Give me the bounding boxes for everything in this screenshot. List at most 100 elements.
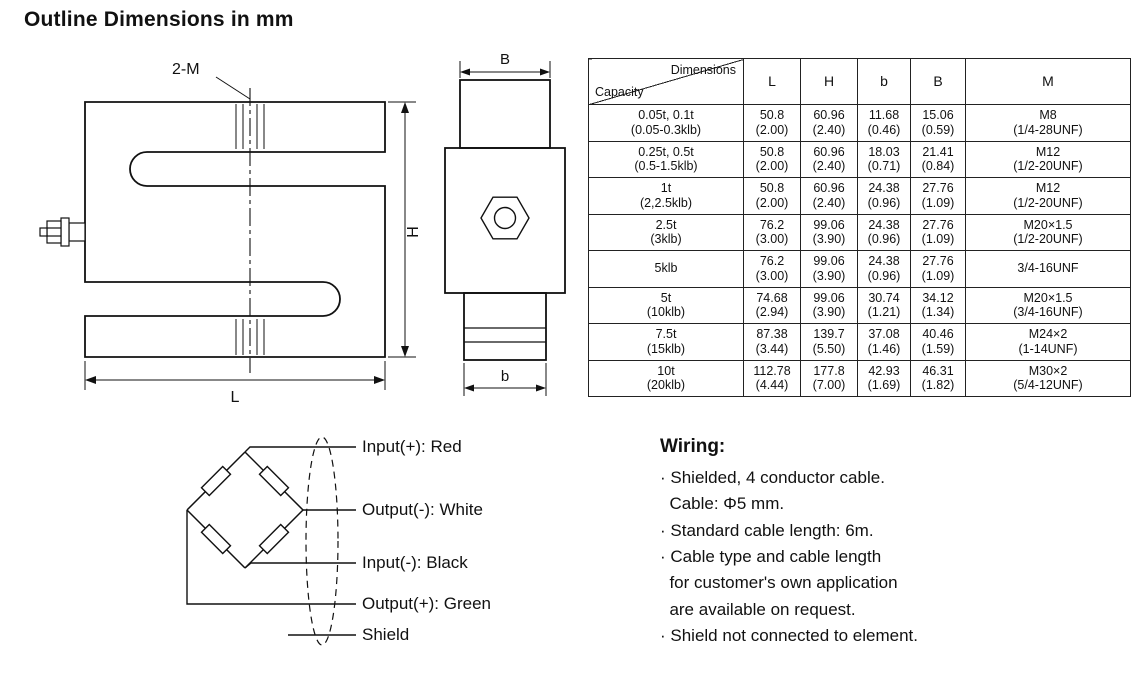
column-header-b-upper: B [910, 58, 966, 105]
column-header-l: L [743, 58, 801, 105]
side-cable-fitting [39, 217, 86, 247]
side-view-drawing: B b [444, 51, 566, 396]
cable-boundary-ellipse [305, 436, 339, 646]
dimension-cell: 46.31(1.82) [910, 359, 966, 397]
page-title: Outline Dimensions in mm [24, 8, 294, 31]
top-width-dimension [459, 61, 551, 78]
hex-nut [480, 196, 530, 240]
note-line: · Cable type and cable length [660, 547, 882, 567]
note-line: · Shielded, 4 conductor cable. [660, 468, 885, 487]
capacity-cell: 1t(2,2.5klb) [588, 177, 744, 215]
corner-label-capacity: Capacity [595, 85, 644, 100]
wire-label-input-positive: Input(+): Red [362, 437, 462, 456]
dimension-cell: M30×2(5/4-12UNF) [965, 359, 1131, 397]
capacity-cell: 0.25t, 0.5t(0.5-1.5klb) [588, 140, 744, 178]
capacity-cell: 5t(10klb) [588, 286, 744, 324]
table-row: 0.25t, 0.5t(0.5-1.5klb)50.8(2.00)60.96(2… [588, 140, 1131, 178]
dimension-cell: 24.38(0.96) [857, 213, 911, 251]
table-row: 1t(2,2.5klb)50.8(2.00)60.96(2.40)24.38(0… [588, 177, 1131, 215]
dimension-cell: 74.68(2.94) [743, 286, 801, 324]
bridge-wires [186, 446, 356, 636]
dimension-cell: 139.7(5.50) [800, 323, 858, 361]
dimension-cell: 30.74(1.21) [857, 286, 911, 324]
wire-label-output-positive: Output(+): Green [362, 594, 491, 613]
table-row: 5t(10klb)74.68(2.94)99.06(3.90)30.74(1.2… [588, 286, 1131, 324]
dimension-cell: M24×2(1-14UNF) [965, 323, 1131, 361]
wire-input-negative [244, 562, 356, 569]
dimension-cell: 99.06(3.90) [800, 213, 858, 251]
dimension-cell: 21.41(0.84) [910, 140, 966, 178]
thread-label-leader-line [215, 76, 251, 100]
length-dimension [84, 361, 386, 390]
dimension-cell: 15.06(0.59) [910, 104, 966, 142]
note-line: Cable: Φ5 mm. [660, 494, 785, 514]
wiring-notes: Wiring: · Shielded, 4 conductor cable. C… [660, 436, 1100, 649]
wiring-notes-title: Wiring: [660, 436, 726, 457]
capacity-cell: 10t(20klb) [588, 359, 744, 397]
top-thread-hole-lines [235, 104, 265, 149]
table-row: 0.05t, 0.1t(0.05-0.3klb)50.8(2.00)60.96(… [588, 104, 1131, 142]
bottom-width-dimension-label: b [501, 368, 509, 385]
wire-label-input-negative: Input(-): Black [362, 553, 468, 572]
height-dimension-label: H [405, 226, 422, 238]
dimension-cell: 27.76(1.09) [910, 213, 966, 251]
dimension-cell: 76.2(3.00) [743, 213, 801, 251]
wire-output-positive [186, 510, 356, 605]
table-row: 2.5t(3klb)76.2(3.00)99.06(3.90)24.38(0.9… [588, 213, 1131, 251]
thread-size-label: 2-M [172, 61, 200, 78]
dimension-cell: M20×1.5(1/2-20UNF) [965, 213, 1131, 251]
height-dimension [388, 101, 416, 358]
length-dimension-label: L [231, 389, 240, 406]
note-line: · Shield not connected to element. [660, 626, 918, 646]
dimension-cell: 37.08(1.46) [857, 323, 911, 361]
dimension-cell: M12(1/2-20UNF) [965, 177, 1131, 215]
dimension-cell: 60.96(2.40) [800, 104, 858, 142]
table-row: 7.5t(15klb)87.38(3.44)139.7(5.50)37.08(1… [588, 323, 1131, 361]
dimension-cell: 24.38(0.96) [857, 177, 911, 215]
dimension-cell: 3/4-16UNF [965, 250, 1131, 288]
dimension-cell: 60.96(2.40) [800, 140, 858, 178]
dimension-cell: 112.78(4.44) [743, 359, 801, 397]
column-header-h: H [800, 58, 858, 105]
wire-input-positive [244, 446, 356, 453]
table-header-row: Dimensions Capacity L H b B M [588, 58, 1131, 105]
capacity-cell: 7.5t(15klb) [588, 323, 744, 361]
load-cell-body-outline [84, 101, 386, 358]
column-header-m: M [965, 58, 1131, 105]
dimension-cell: 87.38(3.44) [743, 323, 801, 361]
dimension-cell: M20×1.5(3/4-16UNF) [965, 286, 1131, 324]
top-width-dimension-label: B [500, 51, 510, 68]
dimension-cell: 60.96(2.40) [800, 177, 858, 215]
dimension-cell: 99.06(3.90) [800, 286, 858, 324]
dimension-cell: 34.12(1.34) [910, 286, 966, 324]
table-row: 10t(20klb)112.78(4.44)177.8(7.00)42.93(1… [588, 359, 1131, 397]
capacity-cell: 2.5t(3klb) [588, 213, 744, 251]
wiring-diagram: Input(+): Red Output(-): White Input(-):… [186, 436, 491, 646]
bridge-edges [186, 451, 304, 569]
strain-gauges [200, 465, 290, 555]
capacity-cell: 0.05t, 0.1t(0.05-0.3klb) [588, 104, 744, 142]
dimension-cell: 76.2(3.00) [743, 250, 801, 288]
corner-label-dimensions: Dimensions [670, 63, 736, 77]
dimension-cell: 99.06(3.90) [800, 250, 858, 288]
side-view-body [444, 79, 566, 361]
note-line: are available on request. [660, 599, 856, 619]
dimension-cell: 27.76(1.09) [910, 250, 966, 288]
dimension-cell: 40.46(1.59) [910, 323, 966, 361]
bottom-thread-hole-lines [235, 319, 265, 355]
dimension-cell: 11.68(0.46) [857, 104, 911, 142]
capacity-cell: 5klb [588, 250, 744, 288]
dimension-cell: 27.76(1.09) [910, 177, 966, 215]
bottom-width-dimension [463, 363, 547, 396]
table-corner-header: Dimensions Capacity [588, 58, 744, 105]
column-header-b-lower: b [857, 58, 911, 105]
dimension-cell: 42.93(1.69) [857, 359, 911, 397]
dimension-cell: 50.8(2.00) [743, 177, 801, 215]
dimensions-table: Dimensions Capacity L H b B M 0.05t, 0.1… [588, 58, 1131, 397]
dimension-cell: 177.8(7.00) [800, 359, 858, 397]
wiring-notes-lines: · Shielded, 4 conductor cable. Cable: Φ5… [660, 465, 1100, 649]
dimension-cell: 50.8(2.00) [743, 140, 801, 178]
dimensions-table-body: 0.05t, 0.1t(0.05-0.3klb)50.8(2.00)60.96(… [588, 104, 1131, 397]
